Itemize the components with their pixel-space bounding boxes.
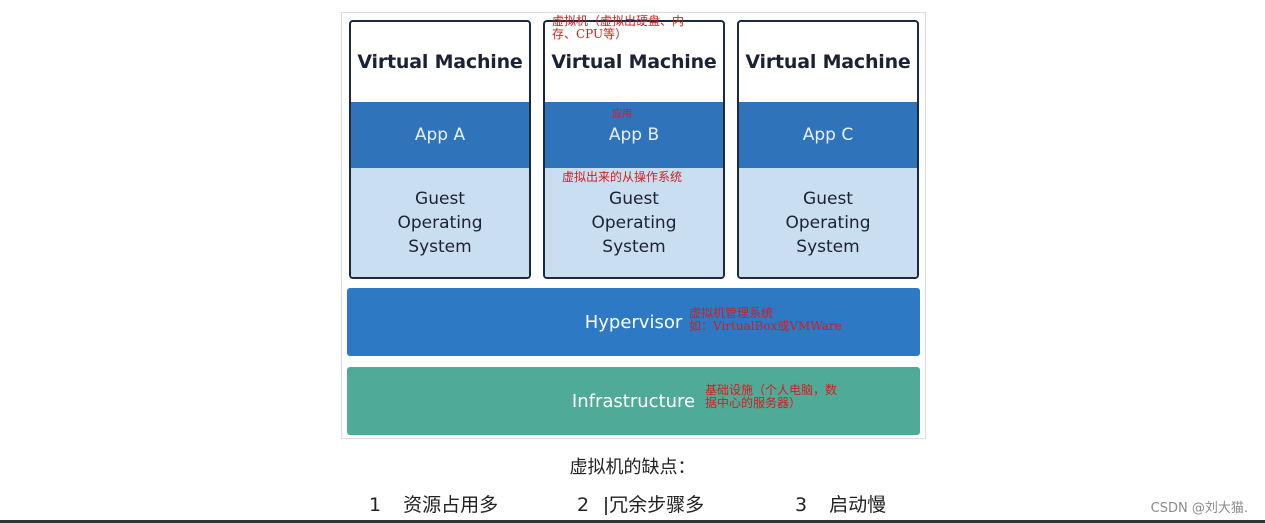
drawback-item-3: 3 启动慢	[795, 490, 886, 517]
drawback-item-1: 1 资源占用多	[369, 490, 498, 517]
guest-os-block-c: Guest Operating System	[739, 168, 917, 277]
guest-os-line: Guest	[803, 188, 853, 209]
virtual-machine-box-b: Virtual Machine App B Guest Operating Sy…	[543, 20, 725, 279]
annotation-vm: 虚拟机（虚拟出硬盘、内 存、CPU等）	[552, 15, 684, 41]
annotation-line: 据中心的服务器）	[705, 396, 802, 410]
drawback-text: 冗余步骤多	[609, 494, 705, 516]
text-cursor-icon	[605, 496, 608, 515]
drawback-item-2: 2 冗余步骤多	[577, 490, 704, 517]
annotation-line: 虚拟机（虚拟出硬盘、内	[552, 14, 685, 28]
annotation-line: 如：VirtualBox或VMWare	[689, 319, 842, 333]
drawbacks-caption: 虚拟机的缺点：	[569, 457, 696, 478]
app-block-c: App C	[739, 102, 917, 168]
guest-os-line: System	[796, 236, 860, 257]
bottom-edge-bar	[0, 520, 1265, 523]
csdn-watermark: CSDN @刘大猫.	[1150, 501, 1248, 516]
virtual-machine-box-a: Virtual Machine App A Guest Operating Sy…	[349, 20, 531, 279]
guest-os-line: Guest	[609, 188, 659, 209]
drawback-number: 2	[577, 494, 590, 516]
guest-os-block-b: Guest Operating System	[545, 168, 723, 277]
guest-os-line: System	[408, 236, 472, 257]
hypervisor-layer: Hypervisor	[347, 288, 920, 356]
guest-os-line: Operating	[591, 212, 677, 233]
drawback-text: 启动慢	[829, 494, 887, 516]
vm-title: Virtual Machine	[357, 51, 523, 73]
app-block-a: App A	[351, 102, 529, 168]
vm-title: Virtual Machine	[551, 51, 717, 73]
annotation-line: 基础设施（个人电脑，数	[705, 383, 838, 397]
annotation-line: 存、CPU等）	[552, 27, 628, 41]
drawback-text: 资源占用多	[403, 494, 499, 516]
guest-os-line: Operating	[785, 212, 871, 233]
hypervisor-label: Hypervisor	[584, 311, 683, 333]
guest-os-line: Operating	[397, 212, 483, 233]
guest-os-line: System	[602, 236, 666, 257]
annotation-app: 应用	[612, 109, 632, 120]
annotation-guest-os: 虚拟出来的从操作系统	[562, 170, 683, 184]
guest-os-line: Guest	[415, 188, 465, 209]
guest-os-block-a: Guest Operating System	[351, 168, 529, 277]
infrastructure-layer: Infrastructure	[347, 367, 920, 435]
annotation-line: 虚拟机管理系统	[689, 306, 774, 320]
annotation-infrastructure: 基础设施（个人电脑，数 据中心的服务器）	[705, 384, 837, 410]
drawback-number: 3	[795, 494, 808, 516]
virtual-machine-box-c: Virtual Machine App C Guest Operating Sy…	[737, 20, 919, 279]
app-block-b: App B	[545, 102, 723, 168]
annotation-hypervisor: 虚拟机管理系统 如：VirtualBox或VMWare	[689, 307, 842, 333]
drawback-number: 1	[369, 494, 382, 516]
vm-title: Virtual Machine	[745, 51, 911, 73]
infrastructure-label: Infrastructure	[571, 390, 696, 412]
